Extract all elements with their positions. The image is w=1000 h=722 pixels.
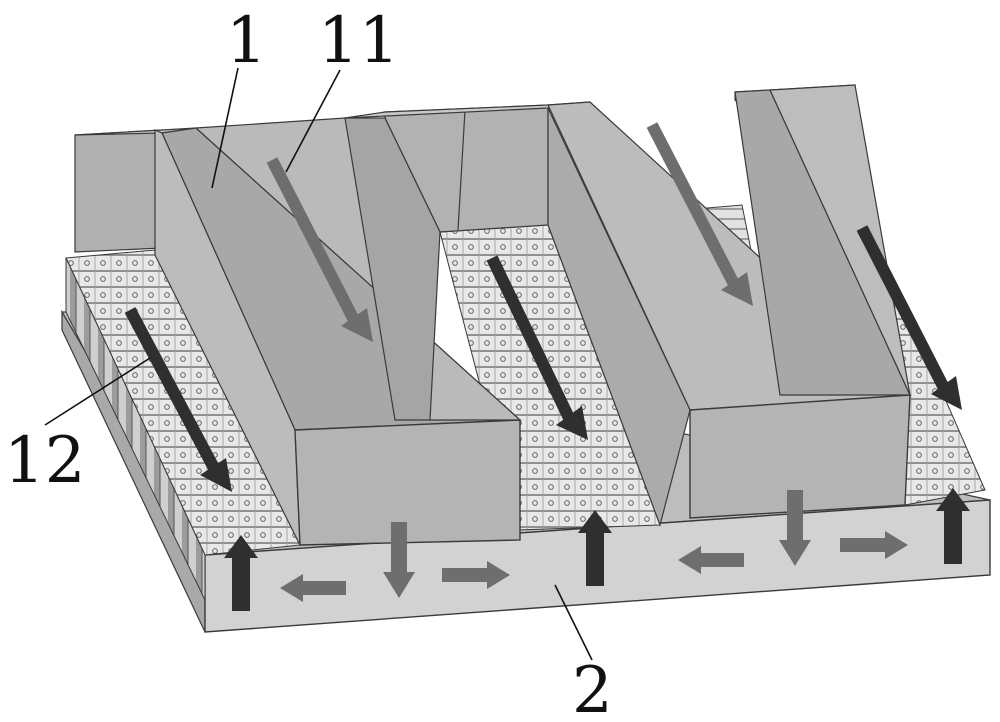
duct-middle-seam xyxy=(457,109,466,231)
arrow-right-2 xyxy=(840,531,908,559)
duct-right-outer xyxy=(769,84,911,396)
arrow-fin-left xyxy=(124,307,232,492)
arrow-left-1 xyxy=(280,574,346,602)
arrow-inlet-right xyxy=(646,122,753,306)
duct-right-wall xyxy=(734,89,911,396)
duct-middle-left-wall xyxy=(344,117,441,421)
duct-middle-inner-face xyxy=(547,107,691,527)
arrow-inlet-left xyxy=(266,157,373,342)
leader-lines xyxy=(44,67,593,661)
label-part-2: 2 xyxy=(572,654,613,722)
label-part-1: 1 xyxy=(226,4,267,78)
fin-front-left xyxy=(65,257,206,601)
leader-1 xyxy=(211,67,239,189)
arrow-right-1 xyxy=(442,561,510,589)
leader-2 xyxy=(554,584,593,661)
flow-arrows xyxy=(124,122,970,611)
leader-11 xyxy=(285,69,341,173)
duct-left-back xyxy=(74,129,163,253)
arrow-fin-right xyxy=(856,225,962,410)
arrow-down-1 xyxy=(383,522,415,598)
label-part-11: 11 xyxy=(318,4,399,78)
leader-12 xyxy=(44,357,151,426)
label-part-12: 12 xyxy=(4,424,85,498)
arrow-up-2 xyxy=(578,510,612,586)
arrow-up-3 xyxy=(936,488,970,564)
duct-middle-front xyxy=(689,394,911,519)
duct-left-front xyxy=(294,419,521,546)
duct-right xyxy=(734,84,911,396)
arrow-left-2 xyxy=(678,546,744,574)
arrow-up-1 xyxy=(224,535,258,611)
arrow-fin-middle xyxy=(486,255,588,440)
arrow-down-2 xyxy=(779,490,811,566)
